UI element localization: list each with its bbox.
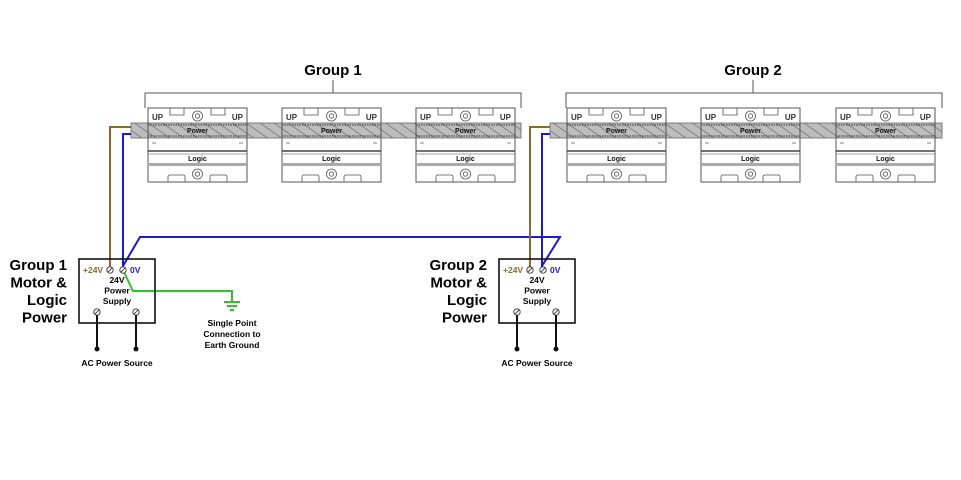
module-power-label: Power (187, 128, 208, 135)
power-rail-group-1 (130, 122, 522, 139)
group-1-bracket (144, 80, 522, 108)
ac-lead-end-dot (133, 346, 139, 352)
module-logic-label: Logic (456, 156, 475, 163)
terminal-screw-icon (526, 266, 534, 274)
power-rail-group-2 (549, 122, 943, 139)
supply-title-line: Power (22, 310, 67, 327)
negative-wire-group-2 (541, 133, 550, 268)
terminal-screw-icon (539, 266, 547, 274)
module-up-label-right: UP (366, 113, 378, 122)
screw-icon (326, 168, 337, 180)
module-up-label-left: UP (571, 113, 583, 122)
module-up-label-right: UP (651, 113, 663, 122)
module-power-label: Power (875, 128, 896, 135)
group-2-label: Group 2 (724, 62, 782, 79)
screw-icon (880, 110, 891, 122)
supply-title-line: Group 2 (429, 257, 487, 274)
terminal-screw-icon (106, 266, 114, 274)
negative-wire-group-1 (122, 133, 131, 268)
module-power-section: Power (415, 123, 516, 138)
terminal-screw-icon (119, 266, 127, 274)
drive-module: UP UP Logic (281, 107, 382, 183)
terminal-screw-icon (552, 308, 560, 316)
module-logic-label: Logic (188, 156, 207, 163)
module-up-label-right: UP (785, 113, 797, 122)
positive-terminal-label: +24V (83, 265, 103, 275)
ground-wire (122, 269, 233, 301)
module-power-section: Power (700, 123, 801, 138)
group-1-label: Group 1 (304, 62, 362, 79)
terminal-screw-icon (132, 308, 140, 316)
module-up-label-left: UP (286, 113, 298, 122)
module-up-label-left: UP (152, 113, 164, 122)
module-power-section: Power (281, 123, 382, 138)
ac-lead-end-dot (553, 346, 559, 352)
drive-module: UP UP Logic (415, 107, 516, 183)
drive-module: UP UP Logic (147, 107, 248, 183)
ground-label-line-2: Connection to (203, 329, 260, 339)
screw-icon (192, 110, 203, 122)
module-up-label-left: UP (705, 113, 717, 122)
module-power-label: Power (606, 128, 627, 135)
screw-icon (460, 168, 471, 180)
negative-terminal-label: 0V (550, 265, 561, 275)
supply-title-line: Power (442, 310, 487, 327)
module-power-label: Power (740, 128, 761, 135)
negative-link-wire (122, 236, 562, 267)
module-up-label-right: UP (232, 113, 244, 122)
supply-title-line: Motor & (430, 275, 487, 292)
module-logic-label: Logic (607, 156, 626, 163)
module-power-section: Power (147, 123, 248, 138)
ac-lead-end-dot (94, 346, 100, 352)
group-2-bracket (565, 80, 943, 108)
screw-icon (745, 168, 756, 180)
earth-ground-icon (224, 301, 240, 311)
terminal-screw-icon (513, 308, 521, 316)
supply-name-line: Supply (103, 296, 132, 306)
module-power-section: Power (566, 123, 667, 138)
screw-icon (326, 110, 337, 122)
screw-icon (192, 168, 203, 180)
supply-name-line: Power (104, 286, 130, 296)
screw-icon (611, 168, 622, 180)
positive-wire-group-1 (109, 126, 131, 268)
module-up-label-left: UP (420, 113, 432, 122)
drive-module: UP UP Logic (700, 107, 801, 183)
screw-icon (745, 110, 756, 122)
positive-terminal-label: +24V (503, 265, 523, 275)
supply-name-line: Supply (523, 296, 552, 306)
supply-name-line: Power (524, 286, 550, 296)
positive-wire-group-2 (529, 126, 550, 268)
module-logic-label: Logic (322, 156, 341, 163)
supply-name-line: 24V (529, 275, 544, 285)
drive-module: UP UP Logic (566, 107, 667, 183)
screw-icon (611, 110, 622, 122)
drive-module: UP UP Logic (835, 107, 936, 183)
ac-power-source-label: AC Power Source (501, 358, 573, 368)
module-logic-label: Logic (741, 156, 760, 163)
module-power-label: Power (321, 128, 342, 135)
supply-title-line: Motor & (10, 275, 67, 292)
module-logic-label: Logic (876, 156, 895, 163)
screw-icon (460, 110, 471, 122)
ground-label-line-3: Earth Ground (205, 340, 260, 350)
ac-lead-end-dot (514, 346, 520, 352)
ground-label-line-1: Single Point (207, 318, 256, 328)
module-power-section: Power (835, 123, 936, 138)
module-up-label-left: UP (840, 113, 852, 122)
supply-name-line: 24V (109, 275, 124, 285)
negative-terminal-label: 0V (130, 265, 141, 275)
ac-power-source-label: AC Power Source (81, 358, 153, 368)
supply-title-line: Logic (447, 292, 487, 309)
module-power-label: Power (455, 128, 476, 135)
terminal-screw-icon (93, 308, 101, 316)
module-up-label-right: UP (920, 113, 932, 122)
supply-title-line: Logic (27, 292, 67, 309)
supply-title-line: Group 1 (9, 257, 67, 274)
module-up-label-right: UP (500, 113, 512, 122)
screw-icon (880, 168, 891, 180)
